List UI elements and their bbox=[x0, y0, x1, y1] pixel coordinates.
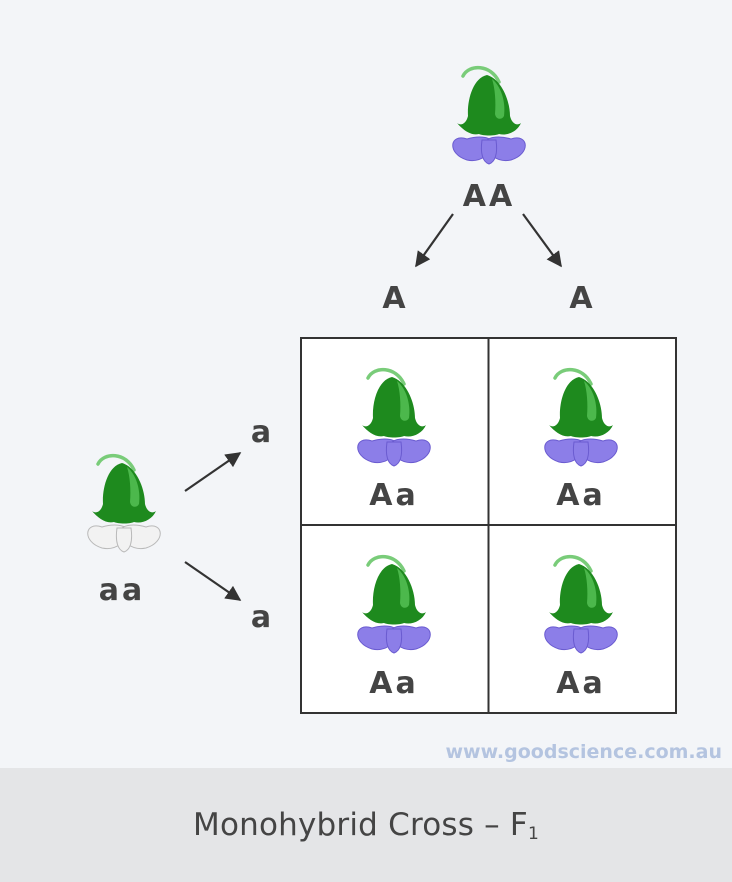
parent-left-flower-icon bbox=[87, 454, 161, 553]
diagram: AA A A aa a a Aa bbox=[87, 66, 722, 763]
offspring-flower-icon bbox=[357, 368, 431, 467]
offspring-flower-icon bbox=[544, 555, 618, 654]
footer-title: Monohybrid Cross – F1 bbox=[193, 807, 539, 844]
offspring-genotype: Aa bbox=[369, 666, 418, 701]
gamete-left-top: a bbox=[251, 415, 271, 450]
gamete-top-right: A bbox=[569, 281, 593, 316]
parent-left-genotype: aa bbox=[99, 573, 146, 608]
footer-title-subscript: 1 bbox=[527, 823, 539, 844]
offspring-genotype: Aa bbox=[556, 478, 605, 513]
watermark: www.goodscience.com.au bbox=[445, 741, 722, 763]
gamete-top-left: A bbox=[382, 281, 406, 316]
parent-top-genotype: AA bbox=[463, 179, 515, 214]
arrow-icon bbox=[184, 452, 242, 492]
gamete-left-bottom: a bbox=[251, 600, 271, 635]
arrow-icon bbox=[522, 213, 562, 268]
offspring-flower-icon bbox=[357, 555, 431, 654]
offspring-genotype: Aa bbox=[369, 478, 418, 513]
arrow-icon bbox=[415, 213, 454, 268]
offspring-flower-icon bbox=[544, 368, 618, 467]
parent-top-flower-icon bbox=[452, 66, 526, 165]
arrow-icon bbox=[184, 561, 242, 601]
punnett-square: Aa Aa Aa Aa bbox=[300, 337, 677, 714]
footer-title-text: Monohybrid Cross – F bbox=[193, 806, 528, 843]
offspring-genotype: Aa bbox=[556, 666, 605, 701]
footer: Monohybrid Cross – F1 bbox=[0, 768, 732, 882]
